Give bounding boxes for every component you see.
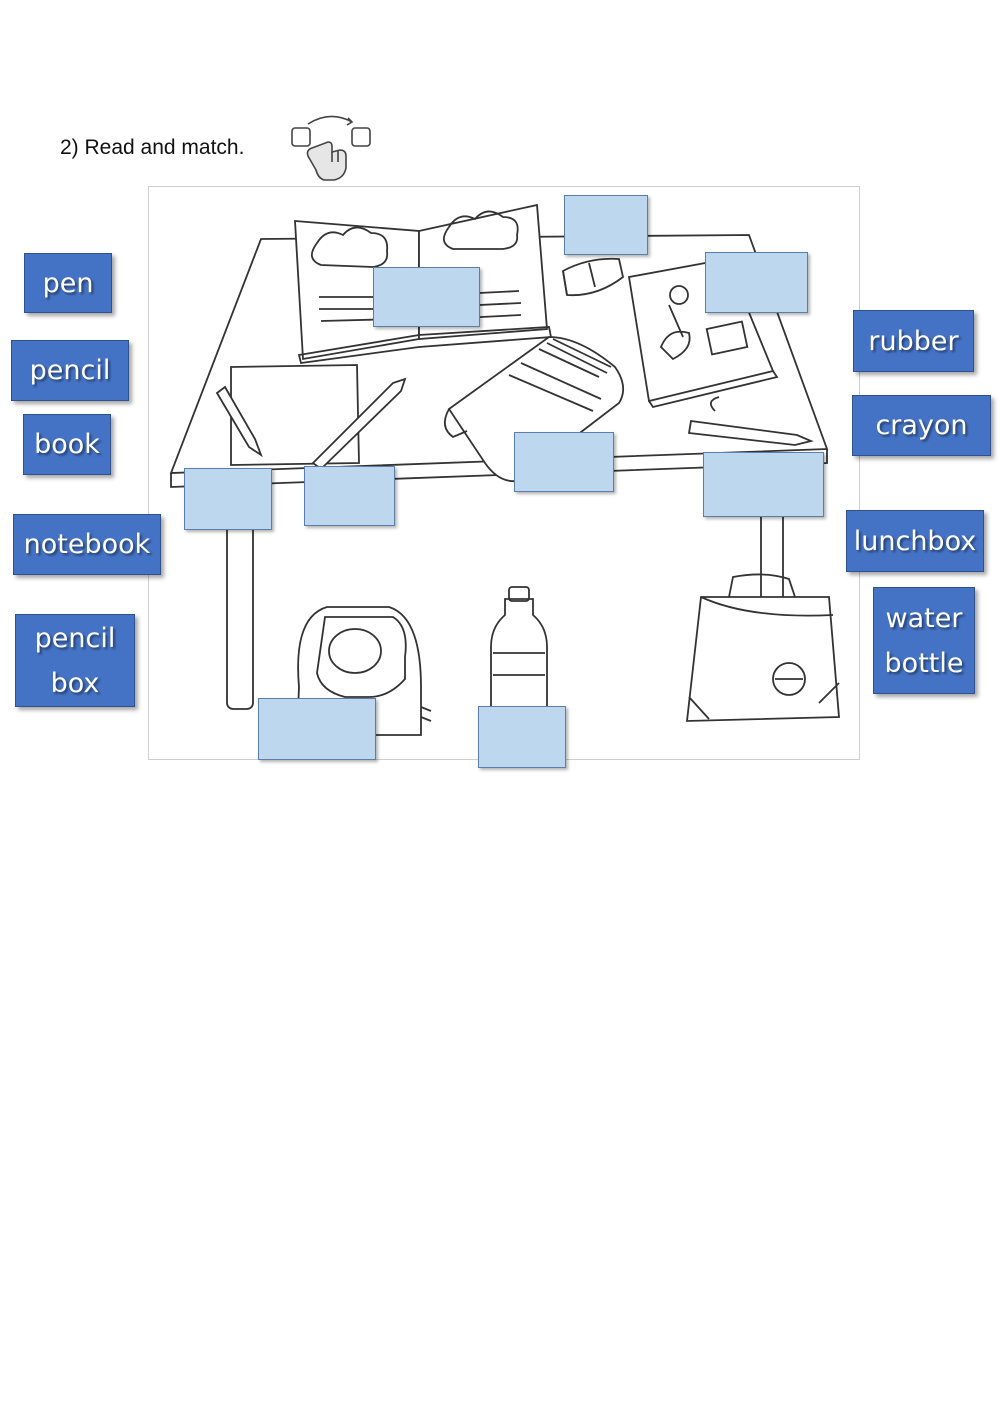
drop-zone[interactable]	[184, 468, 272, 530]
drop-zone[interactable]	[703, 452, 824, 517]
word-tile-pen[interactable]: pen	[24, 253, 112, 313]
drop-zone[interactable]	[705, 252, 808, 313]
word-tile-lunchbox[interactable]: lunchbox	[846, 510, 984, 572]
drop-zone[interactable]	[373, 267, 480, 327]
drop-zone[interactable]	[564, 195, 648, 255]
instruction-text: 2) Read and match.	[60, 136, 245, 159]
word-tile-pencil[interactable]: pencil	[11, 340, 129, 401]
drop-zone[interactable]	[304, 466, 395, 526]
hand-drag-icon	[288, 112, 376, 184]
drop-zone[interactable]	[258, 698, 376, 760]
drop-zone[interactable]	[514, 432, 614, 492]
word-tile-rubber[interactable]: rubber	[853, 310, 974, 372]
word-tile-book[interactable]: book	[23, 414, 111, 475]
desk-drawing	[169, 203, 840, 736]
word-tile-water-bottle[interactable]: water bottle	[873, 587, 975, 694]
drop-zone[interactable]	[478, 706, 566, 768]
word-tile-crayon[interactable]: crayon	[852, 395, 991, 456]
word-tile-notebook[interactable]: notebook	[13, 514, 161, 575]
word-tile-pencil-box[interactable]: pencil box	[15, 614, 135, 707]
